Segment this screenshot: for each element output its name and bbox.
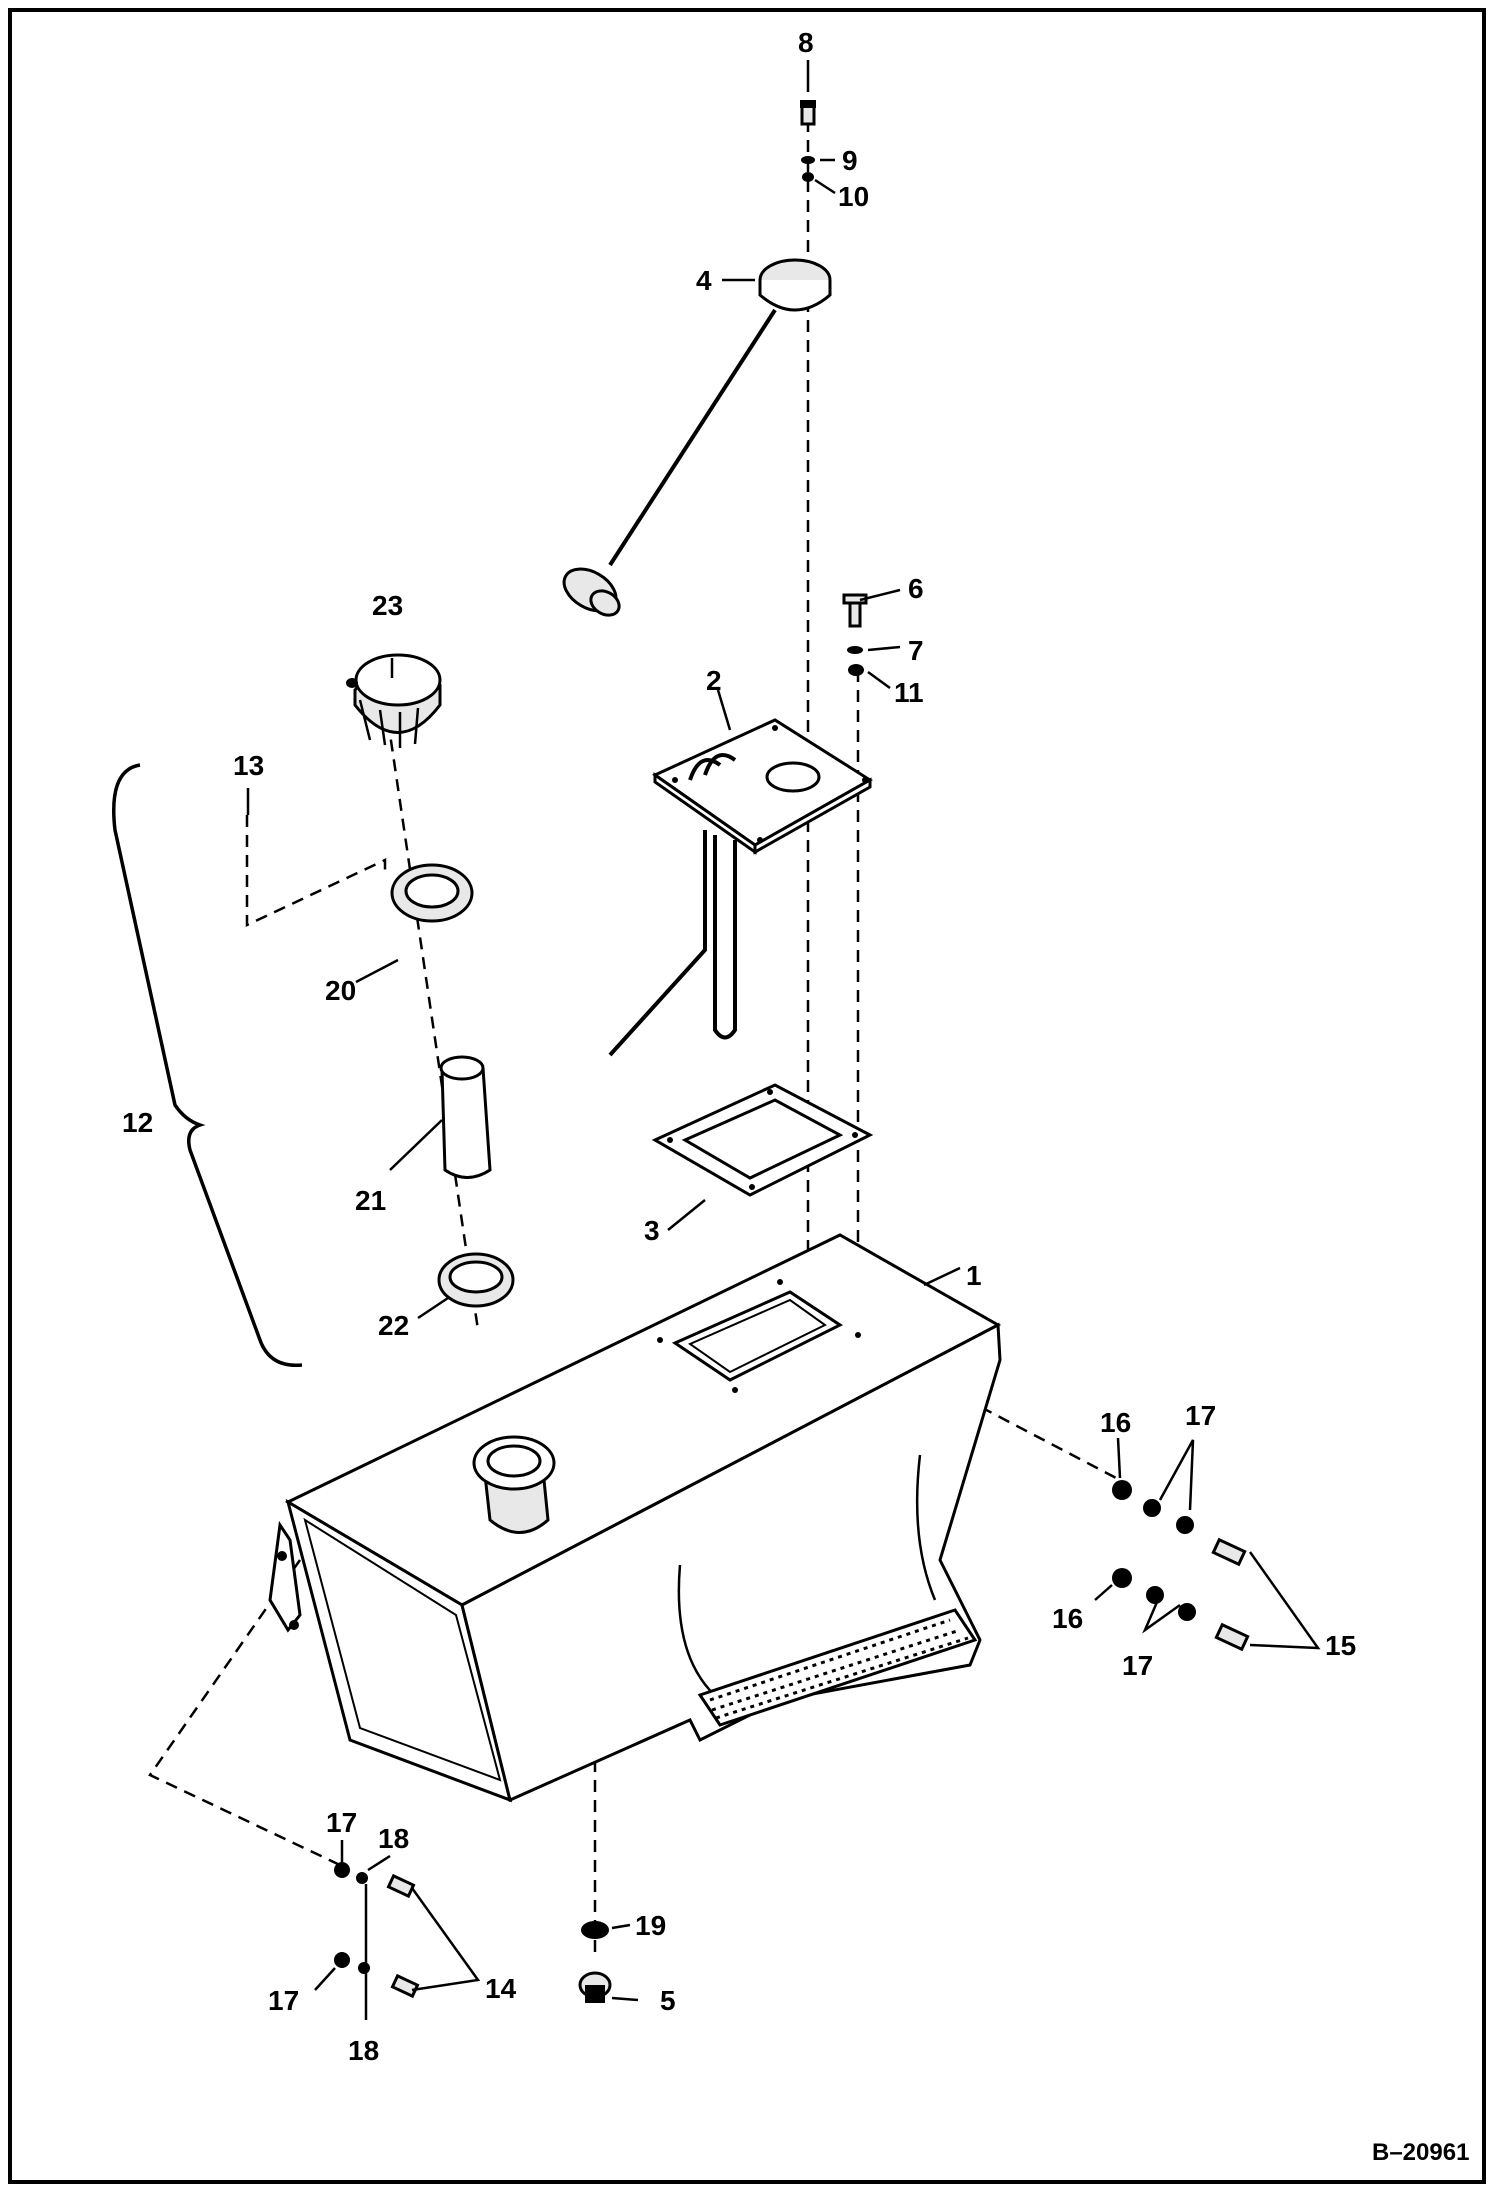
parts-6-7-11-fasteners: [842, 593, 868, 676]
figure-id: B–20961: [1372, 2139, 1469, 2166]
callout-19: 19: [635, 1910, 666, 1941]
callout-16b: 16: [1052, 1603, 1083, 1634]
callout-23: 23: [372, 590, 403, 621]
callout-15: 15: [1325, 1630, 1356, 1661]
callout-17: 17: [1185, 1400, 1216, 1431]
callout-14: 14: [485, 1973, 517, 2004]
part-4-fuel-sender: [562, 258, 832, 617]
callout-10: 10: [838, 181, 869, 212]
callout-18: 18: [378, 1823, 409, 1854]
callout-2: 2: [706, 665, 722, 696]
callout-11: 11: [894, 677, 924, 708]
hardware-left-14-17-18: [334, 1862, 420, 2020]
diagram-frame: [8, 8, 1486, 2184]
callout-21: 21: [355, 1185, 386, 1216]
callout-18b: 18: [348, 2035, 379, 2066]
kit-brace-12: [112, 763, 303, 1368]
part-21-filler-tube: [439, 1055, 492, 1179]
part-23-filler-cap: [346, 653, 442, 748]
callout-8: 8: [798, 27, 814, 58]
callout-3: 3: [644, 1215, 660, 1246]
part-20-adapter-ring: [390, 863, 474, 923]
parts-8-9-10-bolt-washers: [800, 100, 816, 182]
callout-7: 7: [908, 635, 924, 666]
callout-labels: 1 2 3 4 5 6 7 8 9 10 11 12 13 14 15 16 1…: [122, 27, 1356, 2066]
callout-17b: 17: [1122, 1650, 1153, 1681]
callout-5: 5: [660, 1985, 676, 2016]
callout-12: 12: [122, 1107, 153, 1138]
callout-4: 4: [696, 265, 712, 296]
callout-20: 20: [325, 975, 356, 1006]
callout-1: 1: [966, 1260, 982, 1291]
part-1-fuel-tank: [268, 1233, 1002, 1803]
drain-plug-5-19: [578, 1921, 612, 2003]
callout-9: 9: [842, 145, 858, 176]
hardware-right-15-16-17: [1112, 1480, 1250, 1652]
callout-13: 13: [233, 750, 264, 781]
part-3-gasket: [651, 1083, 874, 1197]
part-2-pickup-plate: [608, 718, 873, 1057]
callout-22: 22: [378, 1310, 409, 1341]
callout-6: 6: [908, 573, 924, 604]
callout-16: 16: [1100, 1407, 1131, 1438]
callout-leaders: [246, 60, 1321, 2002]
callout-17d: 17: [268, 1985, 299, 2016]
callout-17c: 17: [326, 1807, 357, 1838]
part-22-flange: [437, 1252, 515, 1308]
